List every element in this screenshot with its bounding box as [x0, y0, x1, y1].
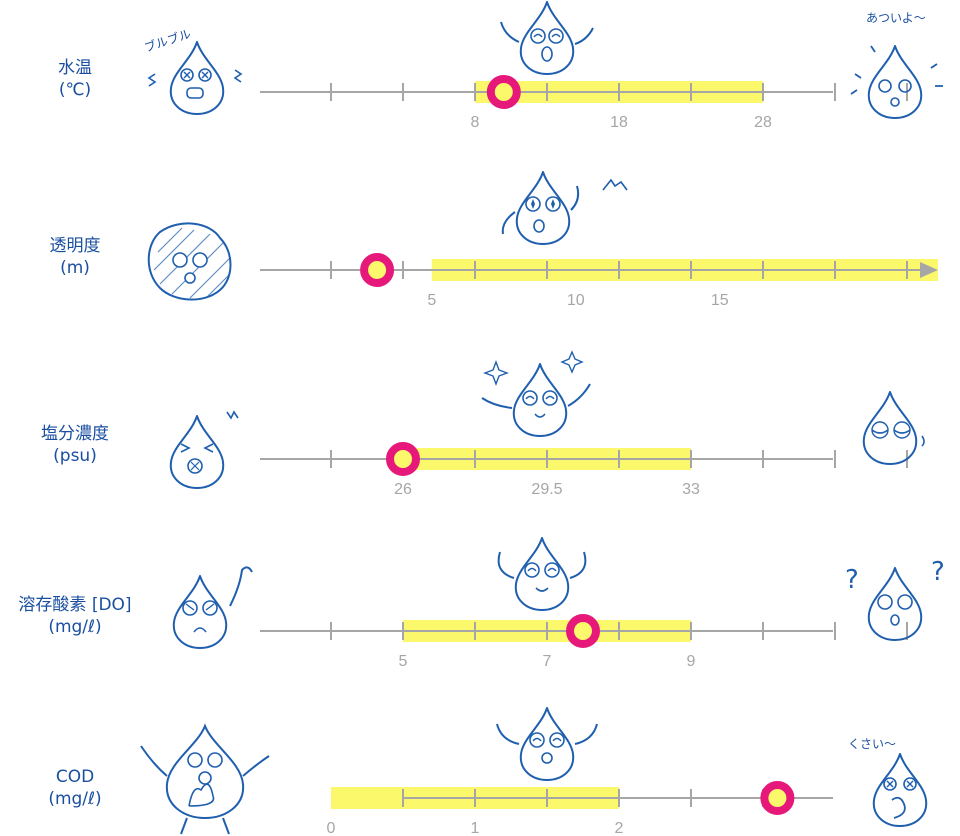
angry-drop-icon: [172, 566, 253, 649]
cheering-drop-icon: [481, 350, 591, 437]
axis-arrowhead: [920, 262, 938, 278]
tick-label: 2: [615, 820, 624, 836]
confused-drop-icon: ? ?: [845, 557, 945, 641]
scale-row: 0 1 2: [327, 781, 833, 836]
tick-label: 5: [427, 292, 436, 309]
sweating-drop-icon: [850, 45, 943, 119]
stinky-drop-icon: [872, 753, 928, 827]
scale-row: 8 18 28: [260, 75, 908, 131]
hot-caption: あついよ〜: [866, 11, 926, 25]
row-label-cod: COD (mg/ℓ): [0, 766, 150, 810]
row-label-transparency: 透明度 (m): [0, 235, 150, 279]
row-label-unit: (m): [60, 258, 90, 278]
stinky-caption: くさい〜: [848, 737, 896, 751]
row-label-salinity: 塩分濃度 (psu): [0, 423, 150, 467]
dancing-drop-icon: [140, 723, 270, 835]
shivering-drop-icon: [147, 41, 243, 115]
scale-row: 5 7 9: [260, 614, 908, 670]
sparkly-drop-icon: [501, 171, 628, 245]
tick-label: 8: [471, 114, 480, 131]
current-value-marker: [360, 253, 395, 287]
svg-text:?: ?: [845, 565, 859, 595]
current-value-marker: [566, 614, 600, 648]
row-label-dissolved-oxygen: 溶存酸素 [DO] (mg/ℓ): [0, 594, 150, 638]
tick-label: 26: [394, 481, 412, 498]
tick-label: 10: [567, 292, 585, 309]
current-value-marker: [386, 442, 420, 476]
tick-label: 15: [711, 292, 729, 309]
row-label-name: COD: [55, 767, 95, 787]
tick-label: 0: [327, 820, 336, 836]
scale-row: 26 29.5 33: [260, 442, 908, 498]
tick-label: 28: [754, 114, 772, 131]
row-label-unit: (mg/ℓ): [48, 789, 102, 809]
row-label-name: 水温: [58, 58, 92, 78]
tick-label: 1: [471, 820, 480, 836]
row-label-name: 塩分濃度: [41, 424, 109, 444]
happy-drop-icon: [500, 1, 594, 75]
tick-label: 29.5: [531, 481, 562, 498]
tick-label: 18: [610, 114, 628, 131]
row-label-unit: (psu): [53, 446, 97, 466]
happy-drop-icon: [497, 537, 587, 611]
scale-row: 5 10 15: [260, 253, 938, 309]
row-label-name: 透明度: [49, 236, 101, 256]
happy-drop-icon: [496, 707, 598, 781]
murky-blob-icon: [147, 222, 232, 301]
row-label-name: 溶存酸素 [DO]: [18, 595, 132, 615]
row-label-unit: (℃): [58, 80, 92, 100]
tick-label: 33: [682, 481, 700, 498]
sleepy-drop-icon: [862, 391, 925, 465]
tick-label: 7: [543, 653, 552, 670]
shiver-caption: ブルブル: [142, 26, 192, 55]
current-value-marker: [760, 781, 795, 815]
row-label-unit: (mg/ℓ): [48, 617, 102, 637]
current-value-marker: [486, 75, 521, 109]
row-label-water-temp: 水温 (℃): [0, 57, 150, 101]
svg-text:?: ?: [931, 557, 945, 587]
tick-label: 5: [399, 653, 408, 670]
pained-drop-icon: [169, 410, 239, 489]
tick-label: 9: [687, 653, 696, 670]
